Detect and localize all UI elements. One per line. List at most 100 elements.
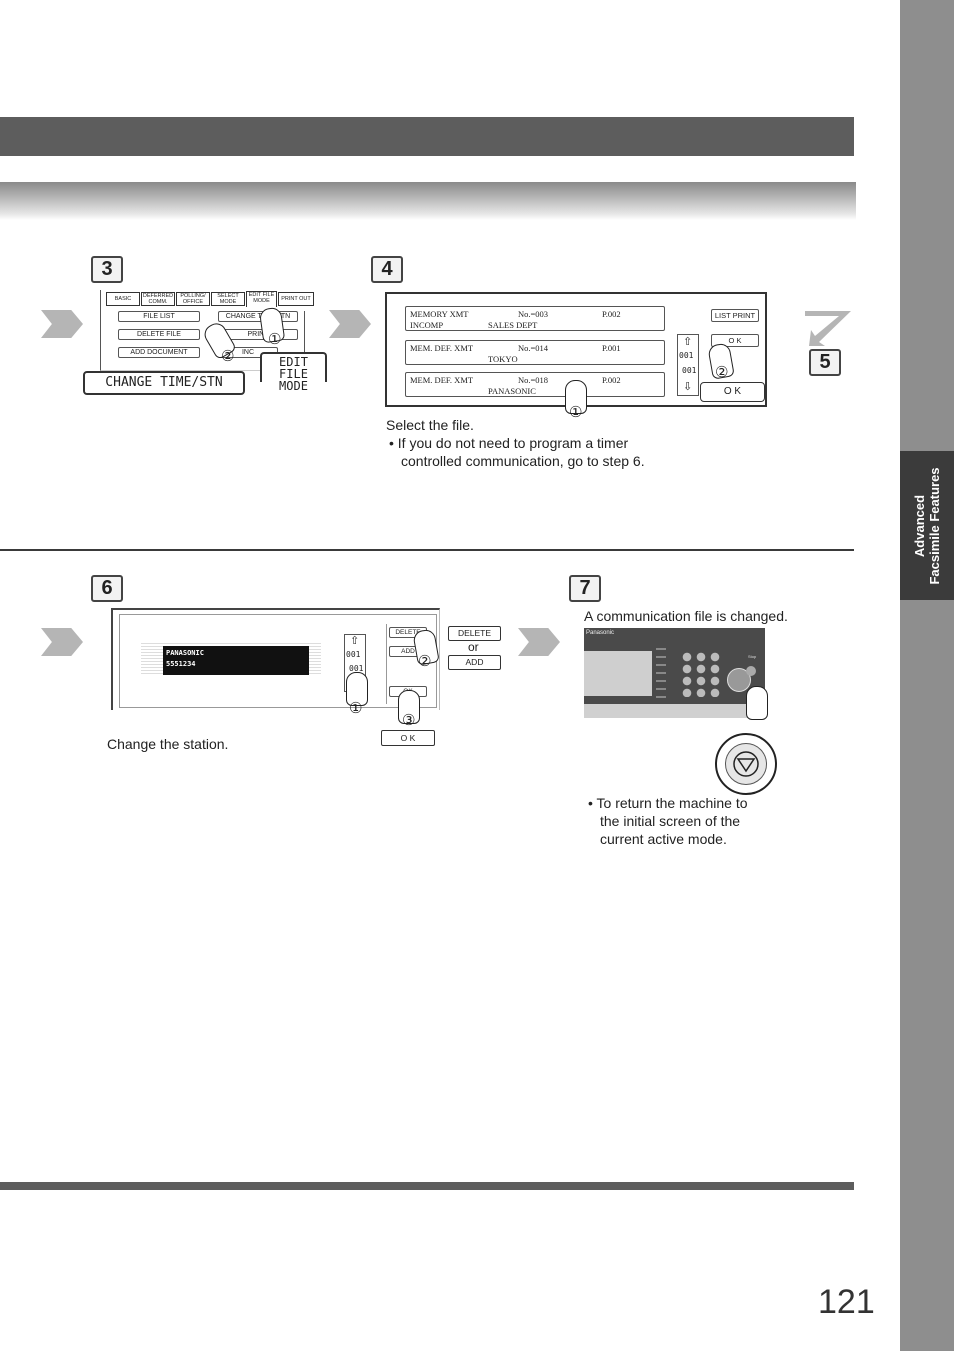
step7-note-text: To return the machine to the initial scr… [596,795,748,847]
step6-screen: PANASONIC 5551234 ⇧ 001 001 DELETE ADD O… [111,608,440,710]
station-number: 5551234 [166,660,196,668]
scroll-down-icon[interactable]: ⇩ [683,381,693,393]
start-button [727,668,751,692]
marker-2: ② [715,364,729,381]
step4-note: • If you do not need to program a timer … [389,435,645,469]
counter-bottom: 001 [682,366,697,375]
counter-bottom: 001 [349,664,364,673]
tab-edit-file-mode[interactable]: EDIT FILE MODE [246,291,277,307]
file-number: No.=003 [518,309,549,319]
file-number: No.=014 [518,343,549,353]
brand-logo: Panasonic [586,630,615,636]
file-row-3[interactable]: MEM. DEF. XMT No.=018 P.002 PANASONIC [405,372,665,397]
file-row-2[interactable]: MEM. DEF. XMT No.=014 P.001 TOKYO [405,340,665,365]
marker-2: ② [221,348,235,365]
control-panel: Panasonic Stop [584,628,765,718]
stop-key [746,666,756,676]
add-document-button[interactable]: ADD DOCUMENT [118,347,200,358]
stop-button[interactable] [715,733,777,795]
list-print-button[interactable]: LIST PRINT [711,309,759,322]
ok-callout: O K [381,730,435,746]
tab-basic-menu[interactable]: BASIC MENU [106,292,140,306]
step7-note: • To return the machine to the initial s… [588,795,748,847]
section-label-line1: Advanced [912,494,927,557]
side-tab-strip [900,0,954,1351]
step4-note-text: If you do not need to program a timer co… [397,435,645,469]
step7-instruction: A communication file is changed. [584,608,788,624]
arrow-right-icon [518,628,560,656]
section-tab-label: Advanced Facsimile Features [912,451,942,601]
scroll-control: ⇧ 001 001 ⇩ [677,334,699,396]
arrow-right-icon [41,628,83,656]
pointing-finger-icon [398,690,420,724]
arrow-right-icon [41,310,83,338]
step-3-number: 3 [91,256,123,283]
marker-2: ② [418,653,432,670]
tab-print-out[interactable]: PRINT OUT [278,292,314,306]
number-keypad [680,651,724,697]
pointing-finger-icon [746,686,768,720]
function-keys [656,648,666,698]
file-pages: P.002 [602,309,621,319]
marker-1: ① [349,700,363,717]
section-tab: Advanced Facsimile Features [900,451,954,600]
lcd-display [584,651,652,696]
change-time-stn-button[interactable]: CHANGE TIME/STN [218,311,298,322]
marker-3: ③ [402,712,416,729]
side-panel [386,624,431,704]
stop-icon [733,751,759,777]
marker-1: ① [268,331,282,348]
panel-bottom [584,704,765,718]
footer-bar [0,1182,854,1190]
pointing-finger-icon [346,672,368,706]
file-type: MEMORY XMT [410,309,469,319]
page-number: 121 [818,1283,875,1321]
scroll-up-icon[interactable]: ⇧ [350,635,360,647]
marker-1: ① [569,404,583,421]
file-list-button[interactable]: FILE LIST [118,311,200,322]
file-row-1[interactable]: MEMORY XMT No.=003 P.002 INCOMP SALES DE… [405,306,665,331]
file-destination-name: TOKYO [488,354,518,364]
step4-instruction: Select the file. [386,417,474,433]
file-destination-name: PANASONIC [488,386,536,396]
delete-file-button[interactable]: DELETE FILE [118,329,200,340]
scroll-up-icon[interactable]: ⇧ [683,336,693,348]
edit-file-mode-line1: EDIT FILE [279,355,308,381]
edit-file-mode-line2: MODE [279,379,308,393]
stop-key-label: Stop [748,654,757,659]
tab-polling-office[interactable]: POLLING/ OFFICE COMM. [176,292,210,306]
file-pages: P.002 [602,375,621,385]
skip-arrow-icon [805,311,851,346]
step-5-number: 5 [809,349,841,376]
tab-deferred-comm[interactable]: DEFERRED COMM. [141,292,175,306]
arrow-right-icon [329,310,371,338]
file-type: MEM. DEF. XMT [410,343,474,353]
step-6-number: 6 [91,575,123,602]
station-field[interactable]: PANASONIC 5551234 [163,646,309,675]
ok-callout: O K [700,382,765,402]
step-7-number: 7 [569,575,601,602]
edit-file-mode-callout: EDIT FILE MODE [260,352,327,392]
screen-edge [298,311,305,359]
stop-button-face [725,743,767,785]
file-destination: INCOMP [410,320,444,330]
delete-callout: DELETE [448,626,501,641]
file-type: MEM. DEF. XMT [410,375,474,385]
header-bar [0,117,854,156]
counter-top: 001 [679,351,694,360]
section-divider [0,549,854,551]
subheader-bar [0,182,856,220]
change-time-stn-callout: CHANGE TIME/STN [83,371,245,395]
pointing-finger-icon [565,380,587,414]
step3-screen: BASIC MENU DEFERRED COMM. POLLING/ OFFIC… [100,290,323,371]
file-pages: P.001 [602,343,621,353]
section-label-line2: Facsimile Features [927,466,942,585]
tab-select-mode[interactable]: SELECT MODE [211,292,245,306]
station-name: PANASONIC [166,649,204,657]
file-destination-name: SALES DEPT [488,320,538,330]
step6-instruction: Change the station. [107,736,229,752]
step-4-number: 4 [371,256,403,283]
or-text: or [468,640,479,654]
file-number: No.=018 [518,375,549,385]
counter-top: 001 [346,650,361,659]
